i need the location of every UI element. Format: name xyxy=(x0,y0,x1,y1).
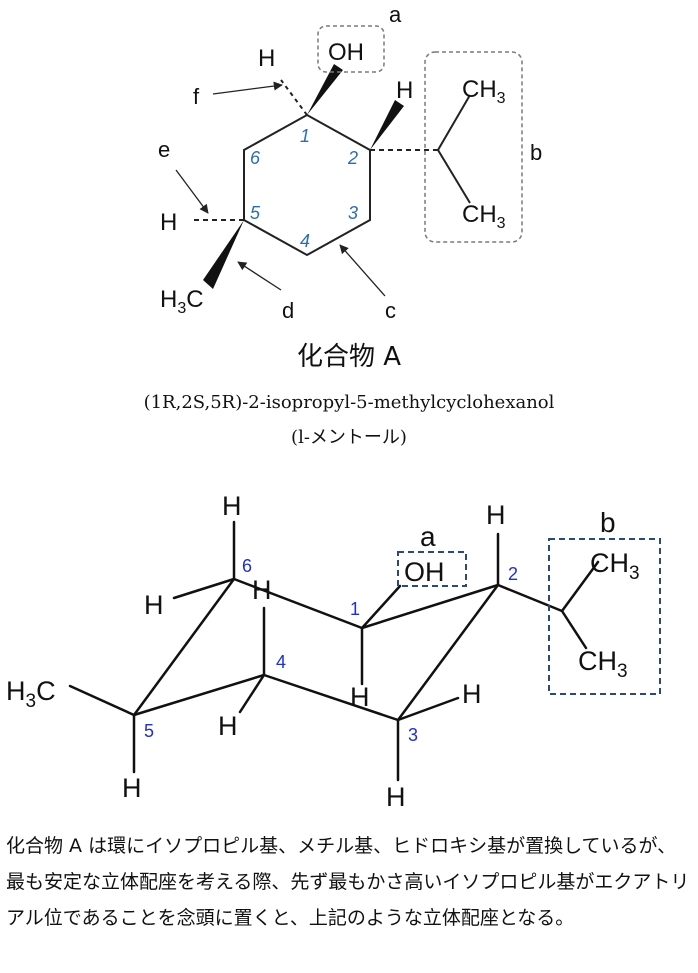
chair-bond-6-1 xyxy=(232,577,364,630)
chair-bond-3-4 xyxy=(262,673,400,722)
chair-bond-2-3 xyxy=(396,583,500,722)
top-arrow-e xyxy=(175,169,209,214)
top-num-5: 5 xyxy=(250,203,261,223)
chair-bond-5-6 xyxy=(132,577,236,717)
chair-isopropyl-lower xyxy=(560,609,588,650)
chair-c3-h-equatorial xyxy=(396,696,460,722)
top-c5-ch3-wedge xyxy=(203,220,244,289)
chair-c4-h-equatorial xyxy=(238,673,266,714)
chair-c4-h-axial-label: H xyxy=(252,575,272,605)
top-letter-e: e xyxy=(158,137,170,162)
top-num-1: 1 xyxy=(300,126,310,146)
chair-oh-label: OH xyxy=(404,557,445,587)
top-c5-h-label: H xyxy=(160,209,177,236)
chair-num-6: 6 xyxy=(242,556,252,576)
chair-structure xyxy=(68,520,600,782)
chair-c2-isopropyl xyxy=(496,583,564,613)
chair-c3-h-axial-label: H xyxy=(386,782,406,812)
top-isopropyl-lower xyxy=(437,149,471,204)
top-letter-c: c xyxy=(385,298,396,323)
chair-num-2: 2 xyxy=(508,564,518,584)
chair-ch3-upper: CH3 xyxy=(590,548,640,584)
chair-c1-h-label: H xyxy=(350,682,370,712)
chair-box-a-letter: a xyxy=(420,521,436,552)
chair-isopropyl-upper xyxy=(560,560,600,613)
chair-c6-h-axial-label: H xyxy=(222,491,242,521)
top-num-3: 3 xyxy=(348,203,358,223)
chair-c3-h-equatorial-label: H xyxy=(462,679,482,709)
top-arrow-f xyxy=(212,81,283,95)
chair-c4-h-equatorial-label: H xyxy=(218,711,238,741)
chair-num-4: 4 xyxy=(276,652,286,672)
top-c1-oh-wedge xyxy=(307,64,343,115)
chair-c6-h-equatorial-label: H xyxy=(144,590,164,620)
chair-box-a xyxy=(397,551,467,587)
top-structure xyxy=(190,79,471,257)
chair-c5-ch3 xyxy=(68,684,136,717)
top-c1-h-label: H xyxy=(258,45,275,72)
chair-h3c-label: H3C xyxy=(6,676,56,712)
top-h3c-label: H3C xyxy=(160,286,204,317)
top-num-2: 2 xyxy=(347,148,358,168)
top-c2-h-label: H xyxy=(396,77,413,104)
compound-title: 化合物 A xyxy=(296,342,402,372)
description-text: 化合物 A は環にイソプロピル基、メチル基、ヒドロキシ基が置換しているが、最も安… xyxy=(6,835,690,929)
chair-num-1: 1 xyxy=(350,599,360,619)
top-letter-f: f xyxy=(193,84,200,109)
chair-num-5: 5 xyxy=(144,721,154,741)
top-c1-h-bond xyxy=(280,79,308,116)
top-ch3-upper: CH3 xyxy=(462,76,506,107)
chair-box-b xyxy=(548,538,661,695)
top-letter-d: d xyxy=(282,298,294,323)
top-arrow-c xyxy=(339,244,386,297)
chair-box-b-letter: b xyxy=(600,507,616,538)
top-arrow-d xyxy=(237,261,282,291)
top-num-4: 4 xyxy=(300,231,310,251)
chair-c5-h-label: H xyxy=(122,773,142,803)
chair-bond-1-2 xyxy=(360,583,500,630)
chair-c6-h-equatorial xyxy=(172,577,236,600)
top-num-6: 6 xyxy=(250,148,261,168)
chair-bond-4-5 xyxy=(132,673,266,717)
chair-c2-h-label: H xyxy=(486,500,506,530)
top-isopropyl-upper xyxy=(437,94,471,151)
top-ch3-lower: CH3 xyxy=(462,201,506,232)
chair-ch3-lower: CH3 xyxy=(578,646,628,682)
chair-c1-oh xyxy=(360,584,402,630)
compound-common-name: (l-メントール) xyxy=(291,427,407,448)
top-c2-h-wedge xyxy=(370,100,404,150)
top-box-b-letter: b xyxy=(530,140,542,165)
top-box-a xyxy=(317,25,385,73)
top-box-a-letter: a xyxy=(389,2,402,27)
top-oh-label: OH xyxy=(328,39,364,66)
chair-num-3: 3 xyxy=(408,725,418,745)
top-box-b xyxy=(424,51,523,243)
compound-iupac-name: (1R,2S,5R)-2-isopropyl-5-methylcyclohexa… xyxy=(143,392,555,413)
